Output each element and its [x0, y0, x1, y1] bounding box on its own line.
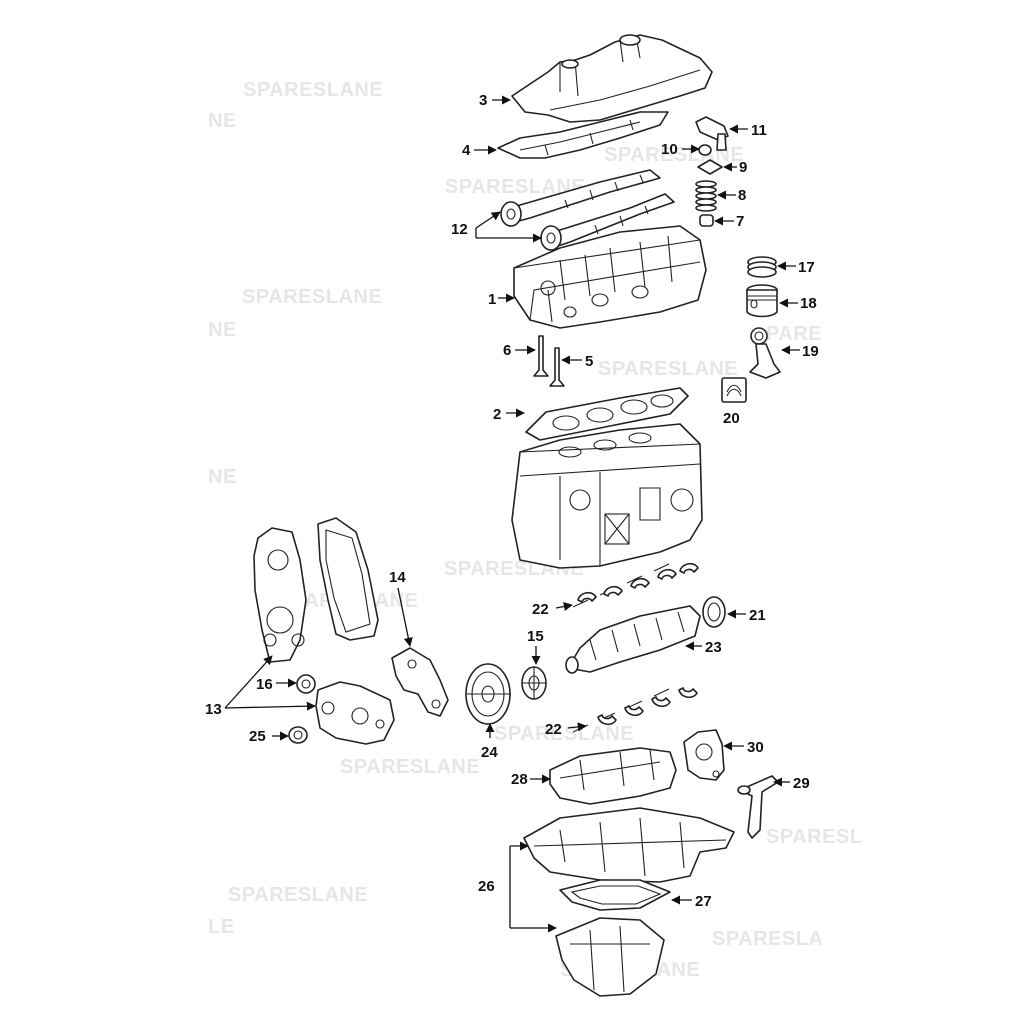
- callout-13: 13: [205, 701, 222, 718]
- watermark-fragment: NE: [208, 110, 237, 132]
- callout-6: 6: [503, 342, 511, 359]
- piston: [746, 284, 778, 318]
- oil-pan: [523, 807, 735, 883]
- cylinder-head: [513, 225, 707, 329]
- rocker-arm: [695, 116, 729, 151]
- oil-pump: [683, 729, 725, 781]
- watermark-fragment: SPARESL: [766, 826, 862, 848]
- callout-11: 11: [751, 122, 767, 139]
- callout-22-lower: 22: [545, 721, 562, 738]
- callout-29: 29: [793, 775, 810, 792]
- crank-gear: [521, 666, 547, 700]
- valve-keeper: [697, 159, 723, 175]
- callout-17: 17: [798, 259, 815, 276]
- callout-26: 26: [478, 878, 495, 895]
- timing-cover-front: [253, 527, 307, 663]
- callout-25: 25: [249, 728, 266, 745]
- valve-seal: [699, 214, 714, 227]
- callout-23: 23: [705, 639, 722, 656]
- upper-oil-pan: [549, 747, 677, 805]
- valve-spring: [695, 180, 717, 212]
- callout-labels: 3 4 11 10 9 8 7 12 17 1 18 6 5 19 2 20 1…: [205, 92, 819, 910]
- callout-9: 9: [739, 159, 747, 176]
- connecting-rod: [749, 327, 781, 379]
- leader-lines: [224, 95, 800, 933]
- callout-7: 7: [736, 213, 744, 230]
- callout-3: 3: [479, 92, 487, 109]
- parts-layer: [253, 34, 781, 997]
- exhaust-valve: [533, 335, 549, 377]
- upper-main-bearings: [572, 562, 699, 608]
- callout-2: 2: [493, 406, 501, 423]
- callout-21: 21: [749, 607, 766, 624]
- callout-19: 19: [802, 343, 819, 360]
- rod-bearing: [721, 377, 747, 403]
- camshafts: [500, 169, 675, 251]
- watermark-fragment: NE: [208, 466, 237, 488]
- piston-rings: [747, 256, 777, 278]
- watermark-fragment: NE: [208, 319, 237, 341]
- watermark-fragment: SPARESLA: [712, 928, 823, 950]
- oil-pump-housing: [315, 681, 395, 745]
- head-gasket: [525, 387, 689, 441]
- watermark: SPARESLANE: [445, 176, 585, 198]
- callout-10: 10: [661, 141, 678, 158]
- oil-pan-gasket: [559, 879, 671, 911]
- callout-22-upper: 22: [532, 601, 549, 618]
- crankshaft: [565, 605, 701, 674]
- callout-12: 12: [451, 221, 468, 238]
- watermark: SPARESLANE: [242, 286, 382, 308]
- engine-block: [511, 423, 703, 569]
- callout-20: 20: [723, 410, 740, 427]
- callout-4: 4: [462, 142, 471, 159]
- engine-bracket: [391, 647, 449, 717]
- watermark-fragment: PARE: [766, 323, 822, 345]
- callout-8: 8: [738, 187, 746, 204]
- callout-24: 24: [481, 744, 498, 761]
- cam-carrier-gasket: [497, 111, 669, 159]
- watermark: SPARESLANE: [598, 358, 738, 380]
- idler-pulley: [296, 674, 316, 694]
- callout-5: 5: [585, 353, 593, 370]
- callout-30: 30: [747, 739, 764, 756]
- front-seal: [288, 726, 308, 744]
- intake-valve: [549, 347, 565, 387]
- callout-15: 15: [527, 628, 544, 645]
- callout-28: 28: [511, 771, 528, 788]
- callout-27: 27: [695, 893, 712, 910]
- crank-pulley: [465, 663, 511, 725]
- watermark: SPARESLANE: [340, 756, 480, 778]
- watermark: SPARESLANE: [243, 79, 383, 101]
- watermark-fragment: LE: [208, 916, 235, 938]
- callout-14: 14: [389, 569, 406, 586]
- callout-16: 16: [256, 676, 273, 693]
- callout-1: 1: [488, 291, 496, 308]
- lash-adjuster: [698, 144, 712, 156]
- watermark: SPARESLANE: [494, 723, 634, 745]
- watermark: SPARESLANE: [228, 884, 368, 906]
- timing-cover-gasket: [317, 517, 379, 641]
- oil-sump-lower: [555, 917, 665, 997]
- valve-cover: [511, 34, 713, 123]
- callout-18: 18: [800, 295, 817, 312]
- rear-main-seal: [702, 596, 726, 628]
